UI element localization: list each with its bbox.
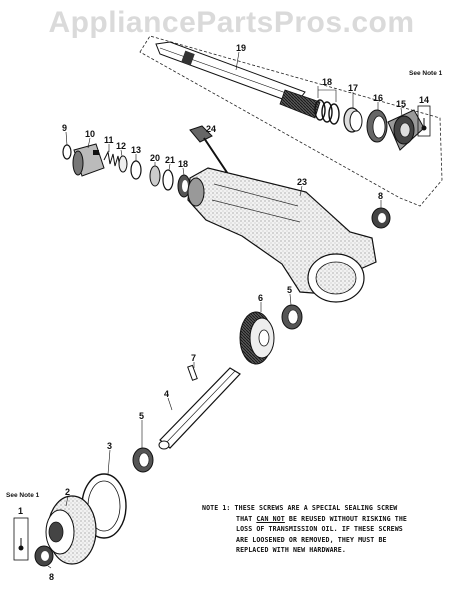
note-line-2-post: BE REUSED WITHOUT RISKING THE (284, 514, 407, 523)
part-19-shaft (155, 41, 321, 119)
part-23-housing (187, 167, 377, 303)
label-3: 3 (107, 441, 112, 451)
note-1-text: NOTE 1: THESE SCREWS ARE A SPECIAL SEALI… (202, 503, 452, 556)
part-5-bearing (281, 304, 303, 330)
part-21-ring (162, 169, 174, 191)
part-11-spring (103, 150, 121, 169)
label-6: 6 (258, 293, 263, 303)
label-9: 9 (62, 123, 67, 133)
part-1-screws (13, 517, 29, 561)
part-7-key (187, 364, 198, 381)
part-4-shaft (158, 367, 241, 450)
label-12: 12 (116, 141, 126, 151)
see-note-top: See Note 1 (409, 70, 443, 77)
note-line-2: THAT CAN NOT BE REUSED WITHOUT RISKING T… (202, 514, 452, 525)
part-8-bearing (371, 207, 391, 229)
label-21: 21 (165, 155, 175, 165)
label-17: 17 (348, 83, 358, 93)
label-15: 15 (396, 99, 406, 109)
label-24: 24 (206, 124, 216, 134)
part-18-washers (314, 99, 340, 125)
label-5: 5 (287, 285, 292, 295)
label-14: 14 (419, 95, 429, 105)
leader-lines (47, 51, 403, 569)
label-5b: 5 (139, 411, 144, 421)
note-line-3: LOSS OF TRANSMISSION OIL. IF THESE SCREW… (236, 525, 403, 533)
part-2-cover (45, 495, 97, 565)
part-12-washer (118, 155, 128, 173)
part-8b-bearing (34, 545, 54, 567)
note-line-1: NOTE 1: THESE SCREWS ARE A SPECIAL SEALI… (202, 504, 398, 512)
note-line-4: ARE LOOSENED OR REMOVED, THEY MUST BE (236, 535, 387, 544)
part-15-cap (387, 109, 425, 151)
note-line-5: REPLACED WITH NEW HARDWARE. (236, 546, 346, 554)
note-line-2-pre: THAT (236, 514, 257, 523)
part-13-washer (130, 160, 142, 180)
label-20: 20 (150, 153, 160, 163)
part-6-gear (239, 311, 275, 365)
label-11: 11 (104, 135, 114, 145)
label-4: 4 (164, 389, 169, 399)
note-line-2-emphasis: CAN NOT (256, 514, 285, 523)
label-8: 8 (378, 191, 383, 201)
label-18b: 18 (178, 159, 188, 169)
part-16-seal (366, 109, 388, 143)
label-7: 7 (191, 353, 196, 363)
part-5b-bearing (132, 447, 154, 473)
label-1: 1 (18, 506, 23, 516)
part-24-lever (189, 125, 229, 175)
part-10-coupling (72, 143, 105, 177)
label-13: 13 (131, 145, 141, 155)
label-18: 18 (322, 77, 332, 87)
label-2: 2 (65, 487, 70, 497)
see-note-bottom: See Note 1 (6, 492, 40, 499)
part-14-screws (417, 105, 431, 137)
label-8b: 8 (49, 572, 54, 582)
label-10: 10 (85, 129, 95, 139)
part-20-ring (149, 165, 161, 187)
part-17-bushing (343, 107, 363, 133)
dashed-enclosure (139, 35, 443, 207)
part-9-ring (62, 144, 72, 160)
label-23: 23 (297, 177, 307, 187)
watermark-logo: AppliancePartsPros.com (48, 6, 415, 39)
label-16: 16 (373, 93, 383, 103)
label-19: 19 (236, 43, 246, 53)
